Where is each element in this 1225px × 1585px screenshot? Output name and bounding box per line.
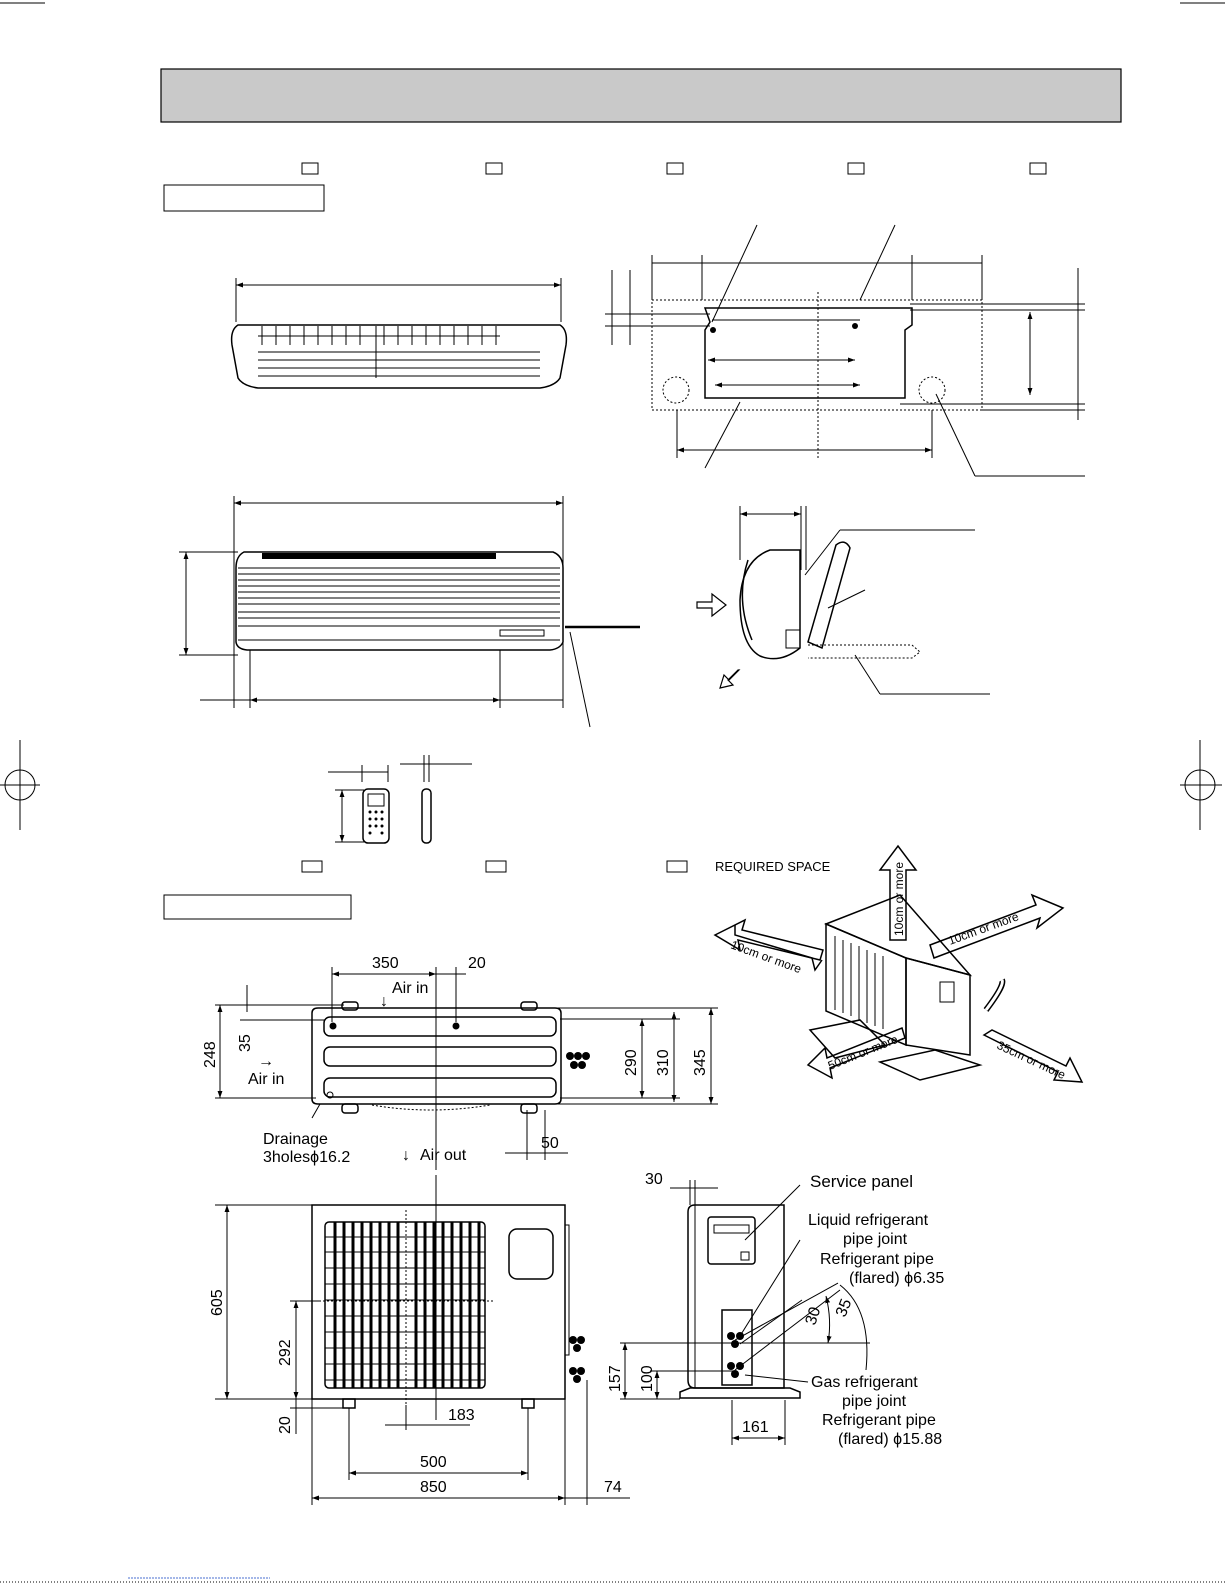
gas-pipe-label-line1: Refrigerant pipe xyxy=(822,1412,936,1429)
top-dim-35: 35 xyxy=(237,1034,254,1052)
front-dim-850: 850 xyxy=(420,1479,447,1496)
front-dim-605: 605 xyxy=(209,1289,226,1316)
space-back-right-label: 10cm or more xyxy=(946,909,1021,948)
service-panel-label: Service panel xyxy=(810,1172,913,1191)
outdoor-reference-boxes xyxy=(301,860,688,873)
drainage-label-line1: Drainage xyxy=(263,1131,328,1148)
angle-30-label: 30 xyxy=(803,1305,825,1327)
front-dim-500: 500 xyxy=(420,1454,447,1471)
top-dim-345: 345 xyxy=(692,1049,709,1076)
gas-joint-label-line1: Gas refrigerant xyxy=(811,1374,918,1391)
side-dim-161: 161 xyxy=(742,1419,769,1436)
gas-joint-label-line2: pipe joint xyxy=(842,1393,907,1410)
outdoor-unit-front-view: 605 292 20 183 500 850 74 xyxy=(209,1175,630,1505)
air-in-left-arrow: → xyxy=(258,1053,274,1070)
top-dim-350: 350 xyxy=(372,955,399,972)
front-dim-183: 183 xyxy=(448,1407,475,1424)
top-dim-50: 50 xyxy=(541,1135,559,1152)
side-dim-30: 30 xyxy=(645,1171,663,1188)
space-back-left-label: 10cm or more xyxy=(729,938,804,977)
drainage-label-line2: 3holesϕ16.2 xyxy=(263,1149,350,1166)
indoor-unit-side-view xyxy=(696,506,990,695)
liquid-joint-label-line2: pipe joint xyxy=(843,1231,908,1248)
side-dim-157: 157 xyxy=(607,1365,624,1392)
angle-35-label: 35 xyxy=(833,1297,855,1320)
required-space-diagram: 10cm or more 10cm or more 10cm or more 5… xyxy=(713,844,1084,1083)
indoor-unit-caption-box xyxy=(163,184,325,212)
indoor-installation-plate-view xyxy=(605,224,1085,477)
space-right-label: 35cm or more xyxy=(995,1038,1068,1082)
indoor-unit-top-view xyxy=(230,278,568,389)
top-dim-20: 20 xyxy=(468,955,486,972)
front-dim-292: 292 xyxy=(277,1339,294,1366)
air-in-left-label: Air in xyxy=(248,1071,284,1088)
front-dim-74: 74 xyxy=(604,1479,622,1496)
liquid-pipe-label-line1: Refrigerant pipe xyxy=(820,1251,934,1268)
top-dim-248: 248 xyxy=(202,1041,219,1068)
air-in-top-arrow: ↓ xyxy=(380,993,388,1010)
front-dim-20: 20 xyxy=(277,1416,294,1434)
reference-boxes-row xyxy=(301,162,1047,175)
side-dim-100: 100 xyxy=(639,1365,656,1392)
liquid-pipe-label-line2: (flared) ϕ6.35 xyxy=(849,1270,944,1287)
top-dim-290: 290 xyxy=(623,1049,640,1076)
outdoor-unit-caption-box xyxy=(163,894,352,920)
section-header-banner xyxy=(160,68,1122,123)
indoor-unit-front-view xyxy=(179,496,640,728)
liquid-joint-label-line1: Liquid refrigerant xyxy=(808,1212,929,1229)
air-out-label: Air out xyxy=(420,1147,467,1164)
required-space-title: REQUIRED SPACE xyxy=(715,859,831,874)
outdoor-unit-top-view: 350 20 Air in ↓ 35 248 → Air in 290 xyxy=(202,955,718,1170)
space-top-label: 10cm or more xyxy=(892,862,906,936)
remote-controller-views xyxy=(328,755,472,844)
air-out-arrow: ↓ xyxy=(402,1147,410,1164)
gas-pipe-label-line2: (flared) ϕ15.88 xyxy=(838,1431,942,1448)
air-in-top-label: Air in xyxy=(392,980,428,997)
outdoor-unit-side-view: 30 157 100 161 30 35 Service panel Liqui… xyxy=(607,1171,944,1448)
top-dim-310: 310 xyxy=(655,1049,672,1076)
